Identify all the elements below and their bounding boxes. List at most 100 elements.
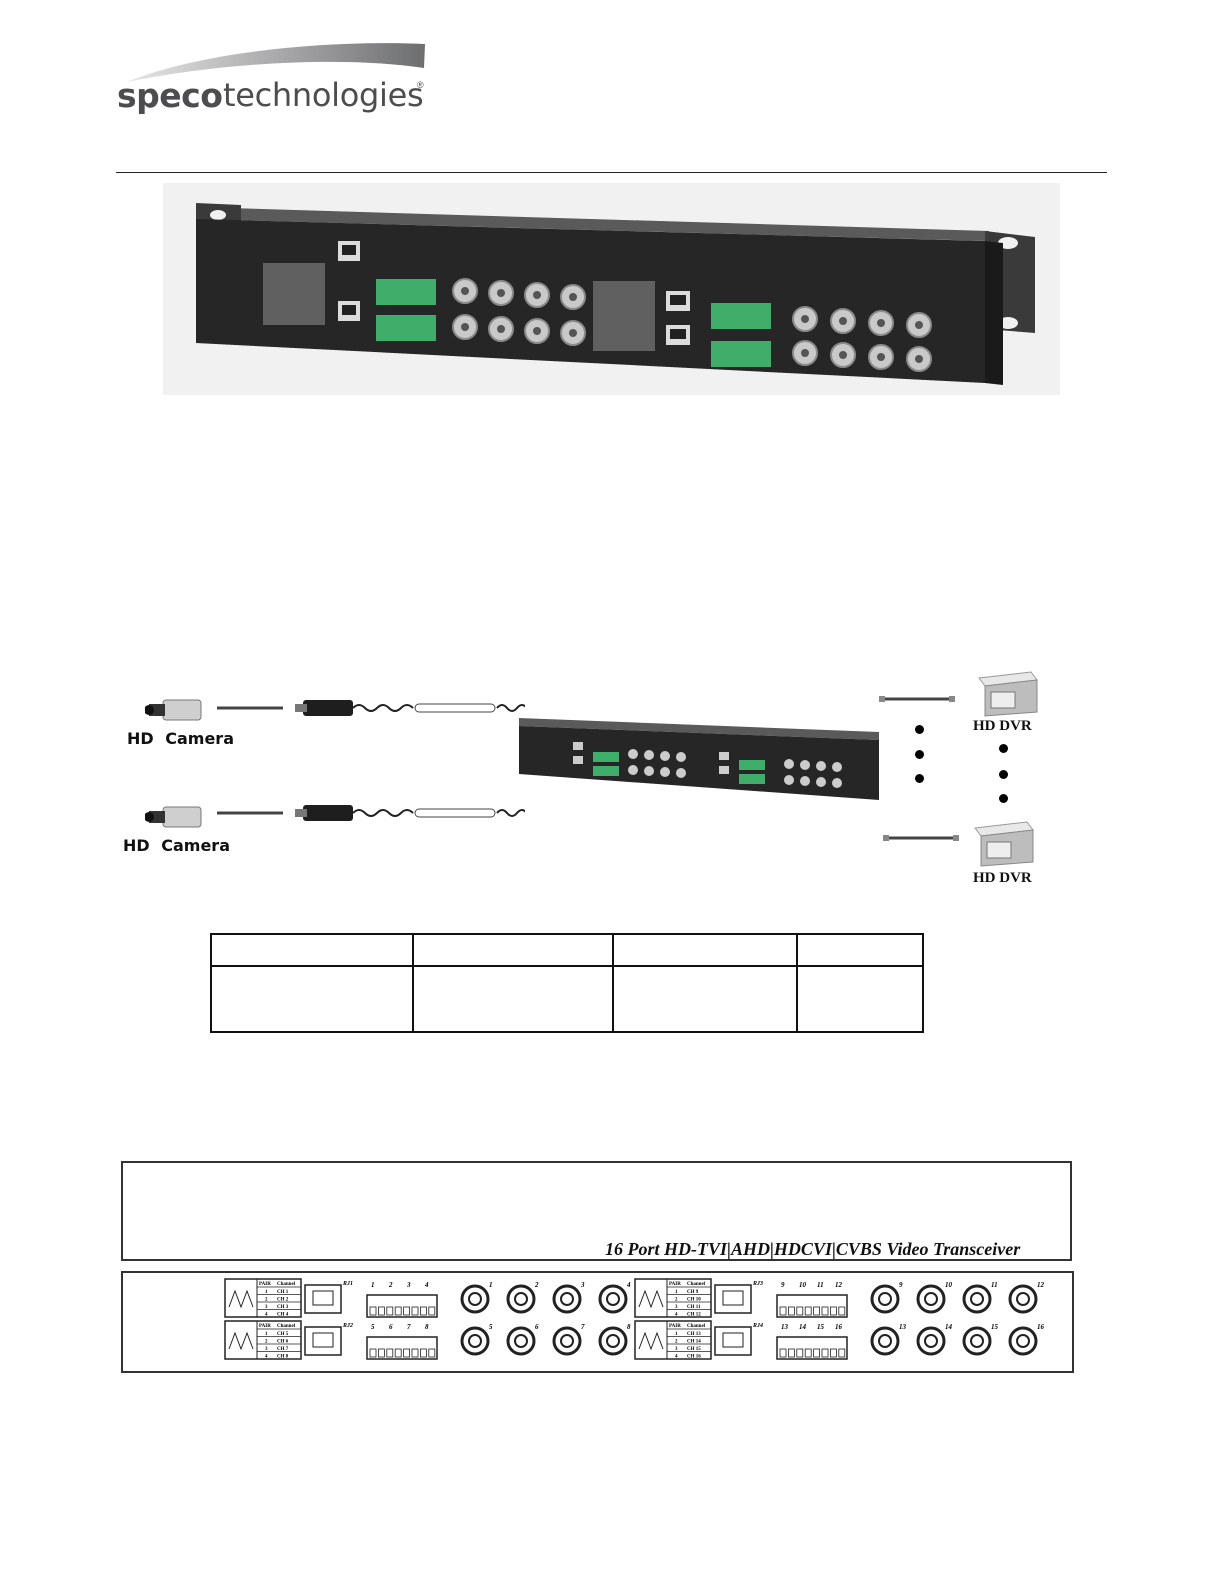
- terminal-screw: [403, 1348, 411, 1358]
- rj-label: RJ2: [342, 1323, 353, 1329]
- terminal-screw: [419, 1348, 427, 1358]
- terminal-screw: [830, 1348, 837, 1358]
- channel-label: CH 2: [277, 1298, 289, 1303]
- table-row: [210, 933, 924, 967]
- terminal-screw: [428, 1348, 436, 1358]
- table-cell: [210, 933, 414, 967]
- channel-header: Channel: [277, 1324, 296, 1329]
- terminal-number: 5: [371, 1323, 375, 1331]
- camera-label: HD Camera: [123, 836, 230, 855]
- pair-number: 1: [265, 1332, 268, 1337]
- camera-label: HD Camera: [127, 729, 234, 748]
- bnc-number: 14: [945, 1323, 953, 1331]
- ellipsis-dot: [999, 794, 1008, 803]
- terminal-screw: [838, 1306, 846, 1316]
- channel-header: Channel: [277, 1282, 296, 1287]
- terminal-screw: [813, 1306, 820, 1316]
- channel-label: CH 12: [687, 1313, 701, 1318]
- rj45-port: [304, 1326, 342, 1356]
- rj-label: RJ1: [342, 1281, 353, 1287]
- cable-balun-2: [217, 805, 525, 821]
- channel-label: CH 3: [277, 1305, 289, 1310]
- pair-header: PAIR: [259, 1324, 271, 1329]
- channel-label: CH 10: [687, 1298, 701, 1303]
- table-cell: [612, 933, 798, 967]
- channel-label: CH 8: [277, 1355, 289, 1360]
- terminal-screw: [804, 1348, 812, 1358]
- pair-header: PAIR: [669, 1324, 681, 1329]
- channel-header: Channel: [687, 1282, 706, 1287]
- channel-label: CH 14: [687, 1340, 701, 1345]
- channel-label: CH 15: [687, 1347, 701, 1352]
- channel-header: Channel: [687, 1324, 706, 1329]
- bnc-center: [468, 1292, 482, 1306]
- rj-label: RJ3: [752, 1281, 763, 1287]
- terminal-block: [366, 1336, 438, 1360]
- bnc-center: [514, 1334, 528, 1348]
- table-row: [210, 965, 924, 1033]
- bnc-center: [924, 1334, 938, 1348]
- bnc-number: 13: [899, 1323, 907, 1331]
- bnc-number: 10: [945, 1281, 953, 1289]
- terminal-screw: [821, 1306, 829, 1316]
- bnc-connector: [1008, 1284, 1038, 1314]
- header-rule: [116, 172, 1107, 173]
- dvr-label: HD DVR: [973, 718, 1032, 734]
- table-cell: [796, 965, 924, 1033]
- wiring-icon: [638, 1289, 664, 1309]
- channel-label: CH 7: [277, 1347, 289, 1352]
- connection-diagram: HD Camera HD Camera: [115, 660, 1075, 900]
- terminal-number: 15: [817, 1323, 825, 1331]
- rj-label: RJ4: [752, 1323, 763, 1329]
- bnc-center: [560, 1334, 574, 1348]
- channel-label: CH 13: [687, 1332, 701, 1337]
- pair-number: 2: [675, 1340, 678, 1345]
- camera-icon: [145, 806, 202, 828]
- pair-number: 3: [675, 1347, 678, 1352]
- ellipsis-dot: [999, 770, 1008, 779]
- bnc-connector: [598, 1284, 628, 1314]
- pair-number: 1: [675, 1332, 678, 1337]
- panel-top-view: 16 Port HD-TVI|AHD|HDCVI|CVBS Video Tran…: [121, 1161, 1072, 1261]
- terminal-number: 10: [799, 1281, 807, 1289]
- pair-number: 3: [265, 1347, 268, 1352]
- bnc-number: 9: [899, 1281, 903, 1289]
- channel-label: CH 9: [687, 1290, 699, 1295]
- pair-number: 4: [675, 1355, 678, 1360]
- table-cell: [210, 965, 414, 1033]
- terminal-number: 7: [407, 1323, 411, 1331]
- bnc-number: 3: [580, 1281, 585, 1289]
- terminal-block: [776, 1336, 848, 1360]
- bnc-connector: [962, 1284, 992, 1314]
- table-cell: [612, 965, 798, 1033]
- bnc-connector: [916, 1326, 946, 1356]
- bnc-center: [468, 1334, 482, 1348]
- logo-brand-light: technologies: [223, 76, 424, 114]
- bnc-connector: [870, 1284, 900, 1314]
- bnc-number: 8: [627, 1323, 631, 1331]
- pair-number: 2: [265, 1298, 268, 1303]
- ellipsis-dot: [999, 744, 1008, 753]
- logo-reg-mark: ®: [417, 80, 424, 90]
- pair-header: PAIR: [259, 1282, 271, 1287]
- terminal-block: [776, 1294, 848, 1318]
- terminal-number: 6: [389, 1323, 393, 1331]
- bnc-connector: [916, 1284, 946, 1314]
- ellipsis-dot: [915, 725, 924, 734]
- terminal-number: 1: [371, 1281, 375, 1289]
- terminal-screw: [796, 1306, 804, 1316]
- bnc-center: [1016, 1292, 1030, 1306]
- bnc-center: [514, 1292, 528, 1306]
- channel-label: CH 4: [277, 1313, 289, 1318]
- pair-table: [634, 1320, 712, 1360]
- bnc-center: [560, 1292, 574, 1306]
- bnc-center: [1016, 1334, 1030, 1348]
- bnc-number: 1: [489, 1281, 493, 1289]
- wiring-icon: [638, 1331, 664, 1351]
- terminal-screw: [788, 1348, 795, 1358]
- bnc-connector: [870, 1326, 900, 1356]
- terminal-screw: [838, 1348, 846, 1358]
- terminal-screw: [377, 1306, 385, 1316]
- pair-number: 4: [265, 1355, 268, 1360]
- terminal-number: 11: [817, 1281, 824, 1289]
